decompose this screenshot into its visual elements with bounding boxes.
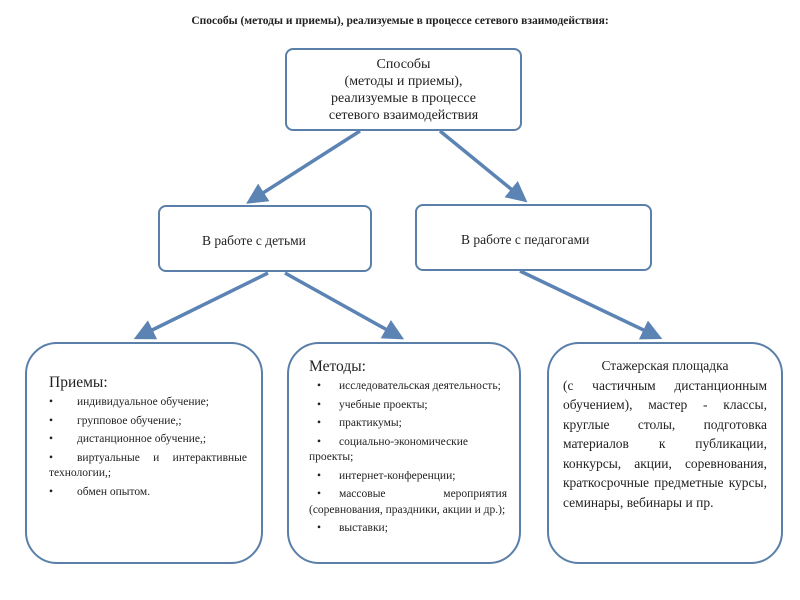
bullet-icon: • <box>317 380 322 392</box>
arrow-children-to-methods <box>284 271 405 340</box>
list-item: •массовые мероприятия (соревнования, пра… <box>309 488 507 516</box>
children-node: В работе с детьми <box>158 205 372 272</box>
bullet-icon: • <box>317 522 322 534</box>
list-item: •выставки; <box>309 521 507 537</box>
root-node: Способы (методы и приемы), реализуемые в… <box>285 48 522 131</box>
list-item: •практикумы; <box>309 416 507 432</box>
bullet-icon: • <box>49 414 54 427</box>
bullet-icon: • <box>49 451 54 464</box>
list-item: •дистанционное обучение,; <box>49 432 247 448</box>
list-item: •обмен опытом. <box>49 485 247 501</box>
teacher-forms-text: (с частичным дистанционным обучением), м… <box>563 377 767 510</box>
teacher-forms-heading: Стажерская площадка <box>601 358 729 373</box>
page-title: Способы (методы и приемы), реализуемые в… <box>191 15 609 27</box>
root-line: сетевого взаимодействия <box>328 108 479 123</box>
techniques-node: Приемы: •индивидуальное обучение; •групп… <box>25 342 263 564</box>
bullet-icon: • <box>317 488 322 500</box>
arrow-children-to-techniques <box>133 271 269 340</box>
arrow-root-to-teachers <box>438 129 528 203</box>
techniques-heading: Приемы: <box>49 374 108 391</box>
bullet-icon: • <box>317 398 322 411</box>
bullet-icon: • <box>49 485 54 498</box>
list-item: •групповое обучение,; <box>49 414 247 430</box>
root-line: реализуемые в процессе <box>331 91 476 106</box>
children-label: В работе с детьми <box>202 233 306 248</box>
root-line: (методы и приемы), <box>344 74 463 89</box>
bullet-icon: • <box>317 469 322 482</box>
list-item: •индивидуальное обучение; <box>49 395 247 411</box>
methods-list: •исследовательская деятельность; •учебны… <box>309 379 507 537</box>
arrow-teachers-to-forms <box>519 269 663 340</box>
list-item: •социально-экономические проекты; <box>309 435 469 464</box>
arrow-root-to-children <box>246 129 361 204</box>
root-line: Способы <box>376 57 431 72</box>
list-item: •интернет-конференции; <box>309 469 507 485</box>
list-item: •исследовательская деятельность; <box>309 379 507 395</box>
bullet-icon: • <box>317 417 322 429</box>
list-item: •учебные проекты; <box>309 398 507 414</box>
teachers-label: В работе с педагогами <box>461 232 590 247</box>
techniques-list: •индивидуальное обучение; •групповое обу… <box>49 395 247 500</box>
methods-node: Методы: •исследовательская деятельность;… <box>287 342 521 564</box>
methods-heading: Методы: <box>309 358 366 375</box>
teachers-node: В работе с педагогами <box>415 204 652 271</box>
list-item: •виртуальные и интерактивные технологии,… <box>49 451 247 480</box>
bullet-icon: • <box>317 435 322 448</box>
bullet-icon: • <box>49 433 54 445</box>
bullet-icon: • <box>49 396 54 408</box>
teacher-forms-node: Стажерская площадка (с частичным дистанц… <box>547 342 783 564</box>
